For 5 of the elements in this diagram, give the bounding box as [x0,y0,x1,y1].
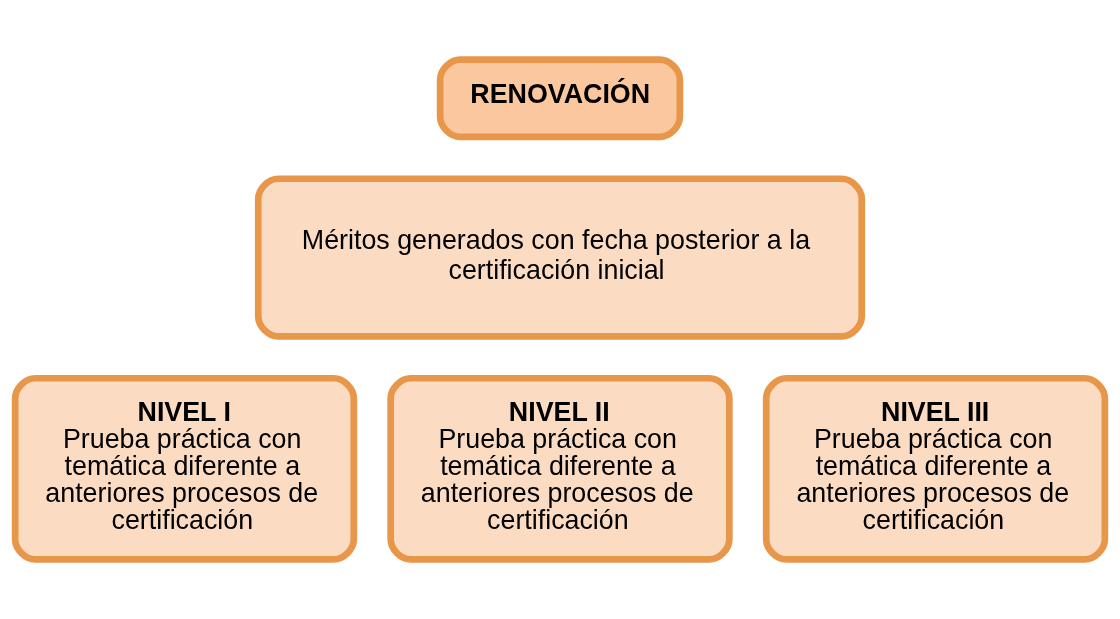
node-box: NIVEL III Prueba práctica con temática diferente a anteriores procesos de certificación [762,374,1109,563]
node-box: NIVEL I Prueba práctica con temática diferente a anteriores procesos de certificación [11,374,358,563]
node-box: RENOVACIÓN [436,56,684,141]
node-box: Méritos generados con fecha posterior a la certificación inicial [254,175,866,340]
node-box: NIVEL II Prueba práctica con temática diferente a anteriores procesos de certificación [387,374,733,563]
